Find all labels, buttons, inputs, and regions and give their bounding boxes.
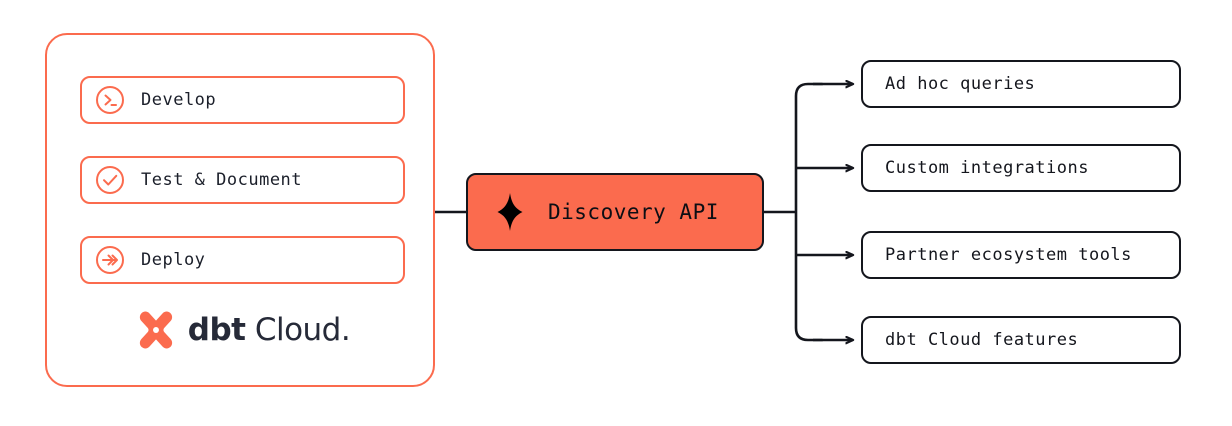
consumer-box-ad-hoc-queries[interactable]: Ad hoc queries: [861, 60, 1181, 108]
double-chevron-right-icon: [96, 246, 124, 274]
dbt-wordmark-dot: .: [340, 311, 351, 348]
consumer-box-custom-integrations[interactable]: Custom integrations: [861, 144, 1181, 192]
dbt-wordmark-bold: dbt: [187, 311, 246, 348]
consumer-box-partner-ecosystem-tools[interactable]: Partner ecosystem tools: [861, 231, 1181, 279]
stage-label-develop: Develop: [141, 90, 217, 110]
discovery-api-label: Discovery API: [548, 200, 719, 224]
discovery-api-node[interactable]: Discovery API: [466, 173, 764, 251]
sparkle-star-icon: [497, 193, 523, 231]
stage-card-test-and-document[interactable]: Test & Document: [80, 156, 405, 204]
dbt-cloud-wordmark: dbt Cloud.: [187, 311, 351, 348]
consumer-label-dbt-cloud-features: dbt Cloud features: [885, 330, 1079, 350]
dbt-cloud-logo: dbt Cloud.: [80, 303, 405, 357]
dbt-cloud-panel: Develop Test & Document Deploy dbt: [45, 33, 435, 387]
dbt-x-mark-icon: [139, 311, 172, 349]
connector-trunk: [794, 82, 824, 342]
dbt-wordmark-light: Cloud: [254, 311, 342, 348]
consumer-label-custom-integrations: Custom integrations: [885, 158, 1089, 178]
consumer-box-dbt-cloud-features[interactable]: dbt Cloud features: [861, 316, 1181, 364]
stage-card-deploy[interactable]: Deploy: [80, 236, 405, 284]
stage-label-deploy: Deploy: [141, 250, 206, 270]
check-circle-icon: [96, 166, 124, 194]
stage-card-develop[interactable]: Develop: [80, 76, 405, 124]
consumer-label-partner-ecosystem-tools: Partner ecosystem tools: [885, 245, 1132, 265]
terminal-prompt-icon: [96, 86, 124, 114]
consumer-label-ad-hoc-queries: Ad hoc queries: [885, 74, 1036, 94]
stage-label-test-and-document: Test & Document: [141, 170, 303, 190]
